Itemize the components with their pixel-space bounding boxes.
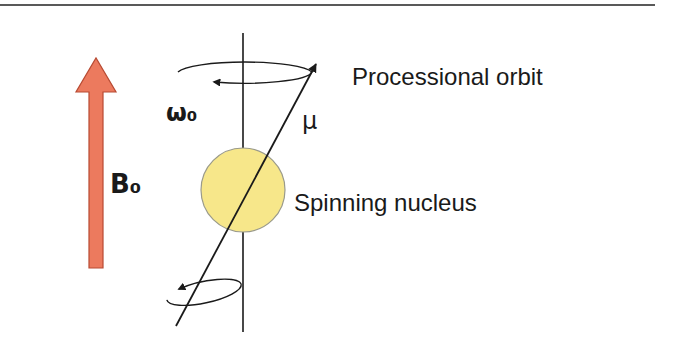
nucleus-sphere bbox=[201, 148, 285, 232]
orbit-ellipse-front bbox=[214, 72, 312, 83]
spin-ellipse bbox=[167, 284, 244, 311]
moment-symbol: μ bbox=[302, 108, 317, 134]
field-arrow bbox=[76, 58, 116, 268]
field-symbol: B₀ bbox=[110, 170, 141, 199]
orbit-ellipse bbox=[178, 62, 312, 72]
top-rule bbox=[0, 4, 655, 6]
orbit-label: Processional orbit bbox=[352, 64, 543, 90]
nucleus-label: Spinning nucleus bbox=[294, 190, 477, 216]
frequency-symbol: ω₀ bbox=[166, 100, 197, 126]
spin-ellipse-back bbox=[178, 274, 241, 297]
